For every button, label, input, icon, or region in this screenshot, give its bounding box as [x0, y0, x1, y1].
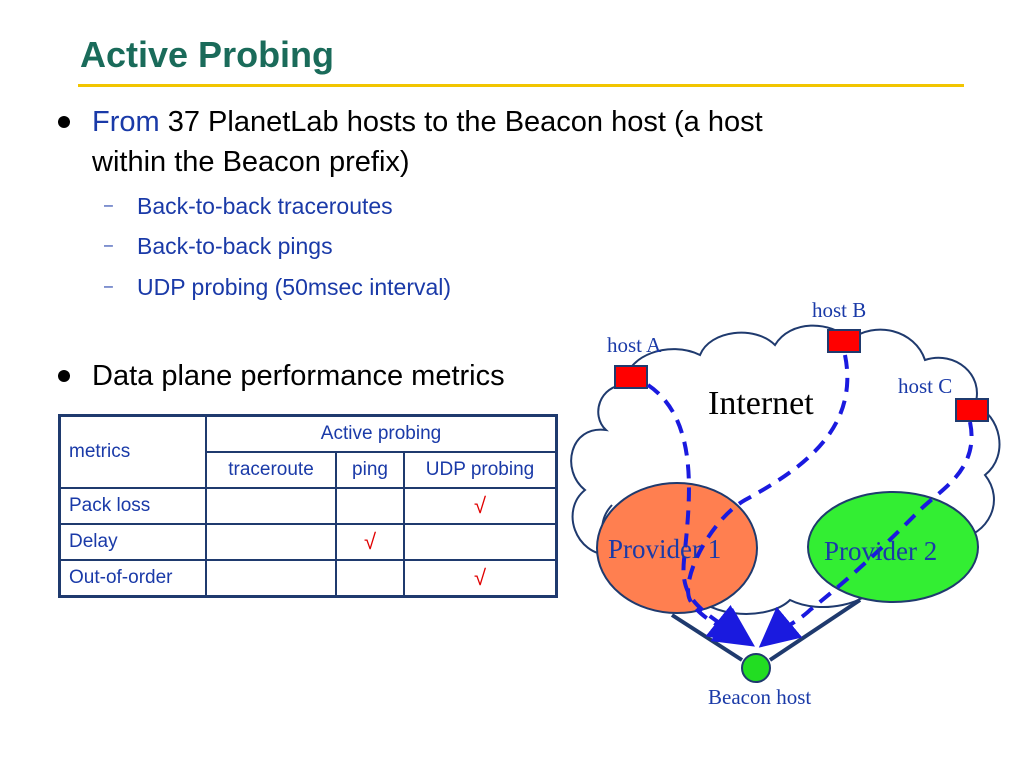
- host-b-box: [827, 329, 861, 353]
- beacon-host-node: [741, 653, 771, 683]
- sub-dash-2: –: [104, 237, 113, 254]
- column-header-traceroute: traceroute: [205, 451, 337, 489]
- row-label: Pack loss: [58, 487, 207, 525]
- cell-ping: √: [335, 523, 405, 561]
- bullet-1-continued: within the Beacon prefix): [92, 146, 410, 178]
- provider2-node: [807, 491, 979, 603]
- link-provider2-beacon: [768, 598, 862, 662]
- slide-title: Active Probing: [80, 34, 335, 75]
- cell-udp: [403, 523, 558, 561]
- bullet-1-line1: 37 PlanetLab hosts to the Beacon host (a…: [167, 106, 763, 138]
- cell-traceroute: [205, 523, 337, 561]
- table-row: Pack loss √: [58, 487, 558, 525]
- cell-udp: √: [403, 487, 558, 525]
- title-underline: [78, 84, 964, 87]
- metrics-table: metrics Active probing traceroute ping U…: [58, 414, 558, 598]
- sub-bullet-1: Back-to-back traceroutes: [137, 193, 393, 219]
- sub-dash-1: –: [104, 197, 113, 214]
- sub-bullet-2: Back-to-back pings: [137, 233, 333, 259]
- cell-ping: [335, 559, 405, 598]
- host-b-label: host B: [812, 298, 866, 322]
- cell-ping: [335, 487, 405, 525]
- host-a-label: host A: [607, 333, 662, 357]
- sub-bullet-3: UDP probing (50msec interval): [137, 274, 452, 300]
- bullet-1-prefix: From: [92, 106, 160, 138]
- bullet-2: Data plane performance metrics: [92, 360, 505, 392]
- row-label: Delay: [58, 523, 207, 561]
- provider1-label: Provider 1: [608, 534, 721, 564]
- table-corner-header: metrics: [58, 414, 207, 489]
- column-header-udp: UDP probing: [403, 451, 558, 489]
- table-group-header: Active probing: [205, 414, 558, 453]
- provider1-node: [596, 482, 758, 614]
- probe-path-host-a: [646, 383, 755, 647]
- beacon-host-label: Beacon host: [708, 685, 811, 709]
- bullet-dot-1: [58, 116, 70, 128]
- provider2-label: Provider 2: [824, 536, 937, 566]
- row-label: Out-of-order: [58, 559, 207, 598]
- table-row: Delay √: [58, 523, 558, 561]
- host-a-box: [614, 365, 648, 389]
- sub-dash-3: –: [104, 278, 113, 295]
- column-header-ping: ping: [335, 451, 405, 489]
- host-c-box: [955, 398, 989, 422]
- probe-path-host-c: [758, 421, 974, 648]
- bullet-dot-2: [58, 370, 70, 382]
- table-row: Out-of-order √: [58, 559, 558, 598]
- cell-traceroute: [205, 487, 337, 525]
- cell-udp: √: [403, 559, 558, 598]
- probe-path-host-b: [686, 354, 850, 646]
- cell-traceroute: [205, 559, 337, 598]
- internet-label: Internet: [708, 385, 814, 422]
- bullet-1: From 37 PlanetLab hosts to the Beacon ho…: [92, 102, 763, 142]
- host-c-label: host C: [898, 374, 952, 398]
- link-provider1-beacon: [670, 613, 744, 662]
